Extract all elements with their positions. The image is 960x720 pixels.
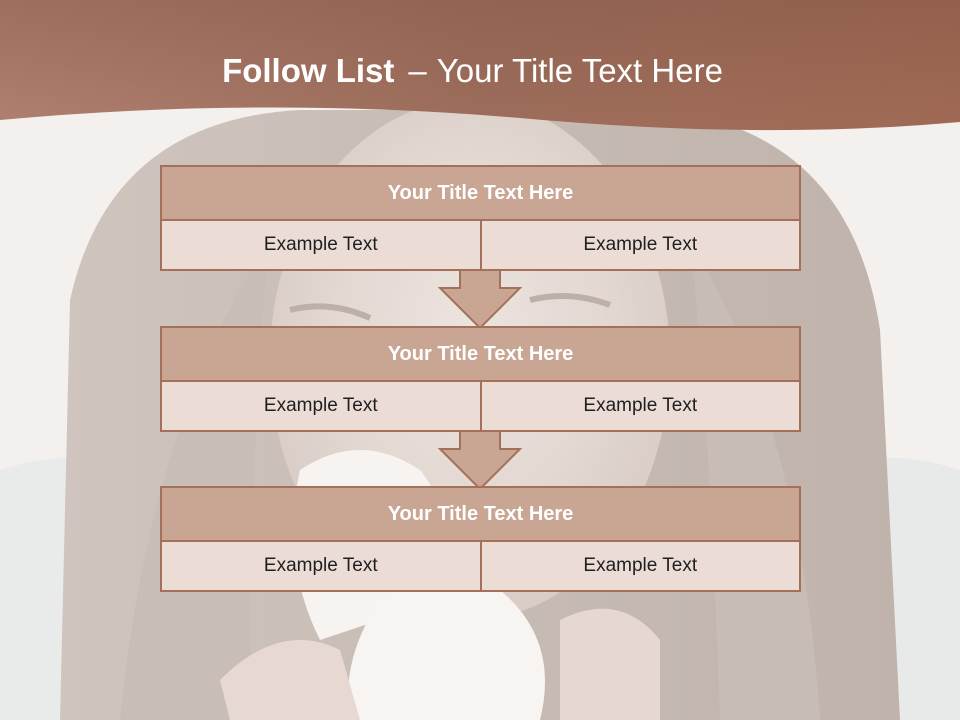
list-block-3: Your Title Text Here Example Text Exampl… [160,486,801,592]
down-arrow-icon [438,431,522,491]
block-cell-left: Example Text [160,382,482,432]
block-title: Your Title Text Here [160,486,801,542]
block-title: Your Title Text Here [160,326,801,382]
block-cell-right: Example Text [481,221,801,271]
block-cell-left: Example Text [160,542,482,592]
down-arrow-icon [438,270,522,330]
block-cells: Example Text Example Text [160,221,801,271]
header-band [0,0,960,131]
slide-title-separator: – [408,52,427,89]
slide-title-bold: Follow List [222,52,395,89]
block-title: Your Title Text Here [160,165,801,221]
block-cells: Example Text Example Text [160,382,801,432]
block-cell-right: Example Text [481,382,801,432]
block-cell-right: Example Text [481,542,801,592]
list-block-2: Your Title Text Here Example Text Exampl… [160,326,801,432]
block-cell-left: Example Text [160,221,482,271]
slide-title: Follow List–Your Title Text Here [0,52,945,90]
list-block-1: Your Title Text Here Example Text Exampl… [160,165,801,271]
block-cells: Example Text Example Text [160,542,801,592]
slide-title-rest: Your Title Text Here [436,52,723,89]
